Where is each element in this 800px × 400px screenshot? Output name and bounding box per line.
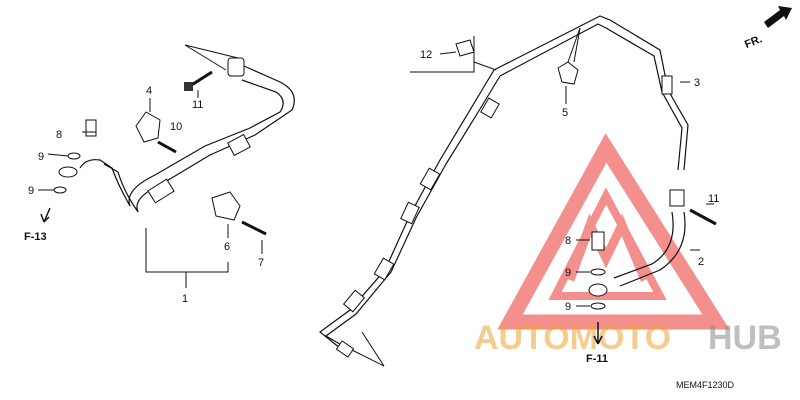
callout-7: 7 xyxy=(258,257,264,269)
bolt-11-left xyxy=(189,70,213,88)
reference-line xyxy=(361,331,385,367)
brake-pipe xyxy=(79,159,131,207)
callout-2: 2 xyxy=(698,256,704,268)
callout-1: 1 xyxy=(182,293,188,305)
direction-label: FR. xyxy=(743,33,764,51)
banjo-fitting-right xyxy=(669,189,685,207)
callout-8-left: 8 xyxy=(56,129,62,141)
hose-sleeve xyxy=(480,97,500,119)
callout-11-left: 11 xyxy=(192,99,203,111)
bolt-11-right xyxy=(689,208,717,226)
hose-outline-a xyxy=(136,65,295,213)
reference-line xyxy=(573,27,581,63)
hose-outline-b xyxy=(128,79,284,207)
banjo-bolt-left xyxy=(85,119,97,137)
long-hose-lower-b xyxy=(324,75,501,351)
sealing-washer xyxy=(590,268,606,276)
left-hose-assembly xyxy=(38,44,295,288)
banjo-fitting-left xyxy=(58,166,78,178)
ref-arrow-head xyxy=(40,213,50,223)
watermark-logo xyxy=(497,133,730,330)
right-hose-assembly xyxy=(576,189,717,345)
ref-arrow-left xyxy=(43,207,51,223)
ref-arrow-head xyxy=(593,335,603,345)
sealing-washer xyxy=(53,186,67,194)
hose-sleeve xyxy=(661,75,673,95)
reference-line xyxy=(184,44,239,59)
hose-sleeve xyxy=(373,257,395,281)
callout-4: 4 xyxy=(146,85,152,97)
sealing-washer xyxy=(67,152,81,160)
callout-9-right-a: 9 xyxy=(565,267,571,279)
sealing-washer xyxy=(590,302,606,310)
ref-f11: F-11 xyxy=(586,353,608,365)
hose-holder xyxy=(211,191,241,221)
hose-clip xyxy=(557,61,579,85)
short-hose-a xyxy=(619,211,686,287)
callout-11-right: 11 xyxy=(708,193,719,205)
hose-sleeve xyxy=(400,201,420,225)
watermark-brand-a: AUTOMOTO xyxy=(474,319,671,357)
reference-line xyxy=(351,349,385,367)
callout-5: 5 xyxy=(562,107,568,119)
hose-sleeve xyxy=(227,133,251,157)
callout-6: 6 xyxy=(224,241,230,253)
banjo-fitting-top xyxy=(227,57,245,77)
diagram-part-code: MEM4F1230D xyxy=(676,380,735,390)
leader-line xyxy=(47,153,69,157)
callout-10: 10 xyxy=(170,121,182,133)
watermark-triangle-outer xyxy=(497,133,730,330)
long-hose-upper-b xyxy=(499,23,683,171)
watermark-m-mark xyxy=(565,213,650,282)
banjo-bolt-right xyxy=(591,231,605,251)
callout-3: 3 xyxy=(694,77,700,89)
callout-8-right: 8 xyxy=(565,235,571,247)
arrow-icon xyxy=(764,6,792,28)
bolt-head xyxy=(184,82,193,91)
bolt-7 xyxy=(241,220,267,236)
brake-pipe xyxy=(103,163,139,213)
front-direction-arrow: FR. xyxy=(743,6,792,51)
callout-labels: 1 2 3 4 5 6 7 8 8 9 9 9 9 10 11 11 12 xyxy=(28,49,719,313)
long-hose-assembly xyxy=(319,15,690,367)
callout-12: 12 xyxy=(420,49,432,61)
reference-line xyxy=(473,61,497,71)
section-references: F-13 F-11 xyxy=(24,231,608,365)
banjo-eye-right xyxy=(588,283,608,297)
reference-line xyxy=(184,44,227,71)
leader-line xyxy=(439,51,457,55)
bolt-10 xyxy=(157,140,177,154)
ref-f13: F-13 xyxy=(24,231,47,243)
watermark-brand-b: HUB xyxy=(708,319,782,357)
part-12-frame xyxy=(410,36,475,73)
hose-sleeve xyxy=(342,289,366,313)
hose-clip-12 xyxy=(455,39,475,57)
part-1-bracket xyxy=(145,228,229,273)
callout-9-left-a: 9 xyxy=(38,151,44,163)
hose-sleeve xyxy=(419,167,441,191)
hose-sleeve xyxy=(147,178,175,204)
hose-clamp xyxy=(135,111,161,143)
long-hose-upper xyxy=(493,15,689,171)
callout-9-right-b: 9 xyxy=(565,301,571,313)
watermark-wordmark: AUTOMOTO HUB xyxy=(474,319,782,357)
callout-9-left-b: 9 xyxy=(28,185,34,197)
short-hose-b xyxy=(613,211,674,279)
reference-line xyxy=(567,27,581,63)
hose-end-fitting xyxy=(335,340,355,358)
